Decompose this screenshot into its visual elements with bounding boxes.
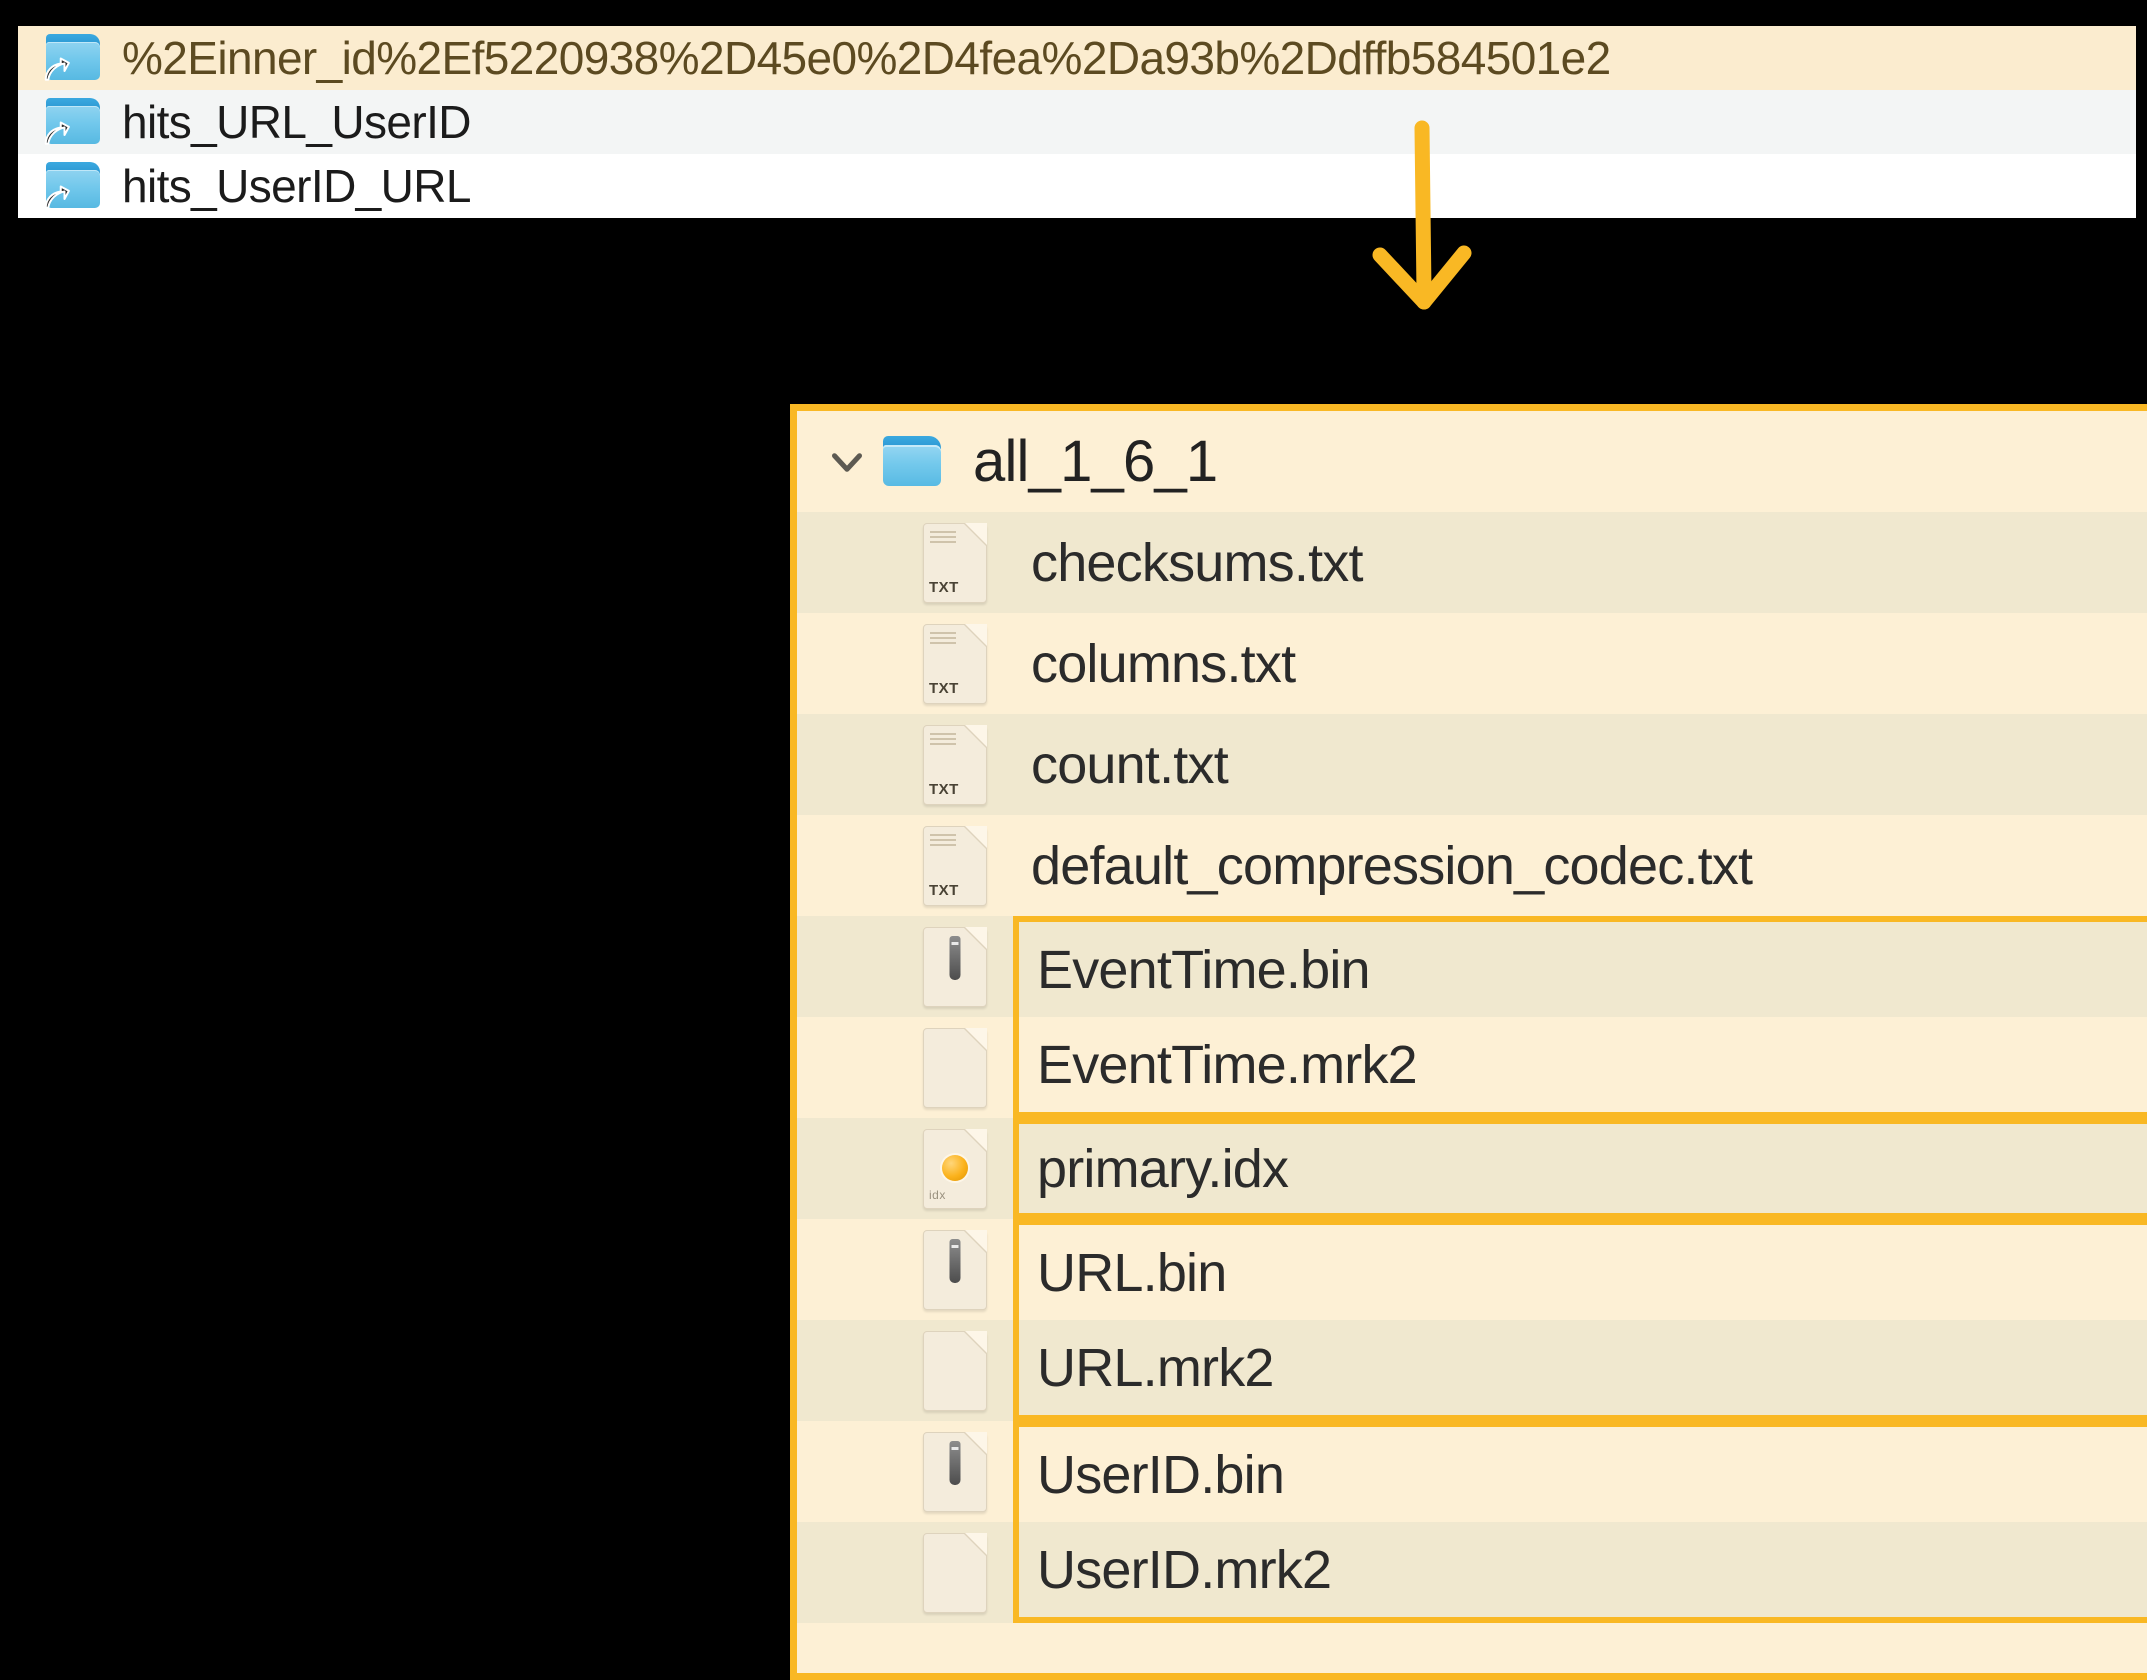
symlink-row-label: hits_UserID_URL xyxy=(122,160,472,212)
tree-file-label: URL.mrk2 xyxy=(1037,1337,1274,1398)
tree-file-label: default_compression_codec.txt xyxy=(1031,835,1753,896)
down-arrow-annotation xyxy=(1372,120,1472,310)
file-name-cell-highlighted: EventTime.mrk2 xyxy=(1013,1017,2147,1118)
tree-file-row[interactable]: TXT checksums.txt xyxy=(797,512,2147,613)
folder-alias-icon xyxy=(44,98,102,146)
file-name-cell-highlighted: EventTime.bin xyxy=(1013,916,2147,1017)
tree-file-label: UserID.mrk2 xyxy=(1037,1539,1332,1600)
tree-file-label: checksums.txt xyxy=(1031,532,1364,593)
file-name-cell: columns.txt xyxy=(1013,613,2147,714)
tree-file-label: count.txt xyxy=(1031,734,1229,795)
tree-file-label: URL.bin xyxy=(1037,1242,1227,1303)
file-name-cell-highlighted: URL.bin xyxy=(1013,1219,2147,1320)
binary-file-icon xyxy=(923,1431,987,1512)
tree-node-root-label: all_1_6_1 xyxy=(973,428,1218,494)
txt-file-icon: TXT xyxy=(923,623,987,704)
file-name-cell-highlighted: URL.mrk2 xyxy=(1013,1320,2147,1421)
tree-file-row[interactable]: UserID.bin xyxy=(797,1421,2147,1522)
txt-file-icon: TXT xyxy=(923,522,987,603)
binary-file-icon xyxy=(923,1229,987,1310)
tree-file-label: EventTime.mrk2 xyxy=(1037,1034,1418,1095)
tree-file-label: UserID.bin xyxy=(1037,1444,1285,1505)
tree-file-row[interactable]: URL.bin xyxy=(797,1219,2147,1320)
blank-file-icon xyxy=(923,1532,987,1613)
tree-file-label: EventTime.bin xyxy=(1037,939,1371,1000)
file-name-cell: default_compression_codec.txt xyxy=(1013,815,2147,916)
tree-file-row[interactable]: TXT columns.txt xyxy=(797,613,2147,714)
file-name-cell: count.txt xyxy=(1013,714,2147,815)
chevron-down-icon[interactable] xyxy=(821,436,873,488)
txt-file-icon: TXT xyxy=(923,724,987,805)
symlink-row-label: hits_URL_UserID xyxy=(122,96,472,148)
folder-icon xyxy=(883,435,945,488)
tree-file-row[interactable]: EventTime.mrk2 xyxy=(797,1017,2147,1118)
blank-file-icon xyxy=(923,1027,987,1108)
directory-symlink-list: %2Einner_id%2Ef5220938%2D45e0%2D4fea%2Da… xyxy=(18,26,2136,218)
tree-file-label: columns.txt xyxy=(1031,633,1296,694)
tree-file-label: primary.idx xyxy=(1037,1138,1289,1199)
binary-file-icon xyxy=(923,926,987,1007)
file-name-cell-highlighted: UserID.mrk2 xyxy=(1013,1522,2147,1623)
tree-file-row[interactable]: TXT count.txt xyxy=(797,714,2147,815)
file-name-cell-highlighted: primary.idx xyxy=(1013,1118,2147,1219)
file-name-cell: checksums.txt xyxy=(1013,512,2147,613)
tree-file-row[interactable]: idx primary.idx xyxy=(797,1118,2147,1219)
symlink-row-label: %2Einner_id%2Ef5220938%2D45e0%2D4fea%2Da… xyxy=(122,32,1611,84)
txt-file-icon: TXT xyxy=(923,825,987,906)
tree-file-row[interactable]: EventTime.bin xyxy=(797,916,2147,1017)
symlink-row[interactable]: hits_URL_UserID xyxy=(18,90,2136,154)
tree-file-row[interactable]: TXT default_compression_codec.txt xyxy=(797,815,2147,916)
folder-alias-icon xyxy=(44,162,102,210)
tree-node-root-folder[interactable]: all_1_6_1 xyxy=(797,411,2147,512)
tree-file-row[interactable]: URL.mrk2 xyxy=(797,1320,2147,1421)
symlink-row[interactable]: %2Einner_id%2Ef5220938%2D45e0%2D4fea%2Da… xyxy=(18,26,2136,90)
blank-file-icon xyxy=(923,1330,987,1411)
tree-file-row[interactable]: UserID.mrk2 xyxy=(797,1522,2147,1623)
symlink-row[interactable]: hits_UserID_URL xyxy=(18,154,2136,218)
file-name-cell-highlighted: UserID.bin xyxy=(1013,1421,2147,1522)
folder-alias-icon xyxy=(44,34,102,82)
idx-file-icon: idx xyxy=(923,1128,987,1209)
